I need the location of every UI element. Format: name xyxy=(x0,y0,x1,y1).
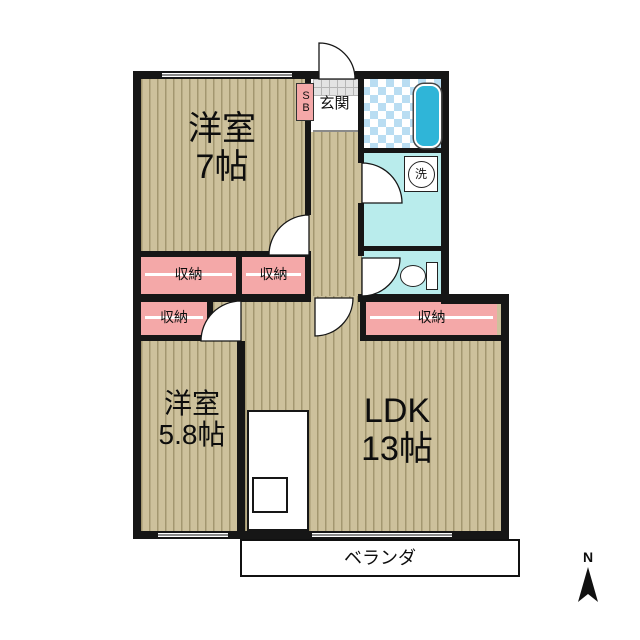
wall-bedroom7-hall xyxy=(305,71,311,215)
bedroom7-door-swing-arc xyxy=(268,214,310,256)
toilet-bowl-icon xyxy=(400,265,426,287)
washing-machine-pan: 洗 xyxy=(404,156,438,192)
wall-storage-mid xyxy=(236,251,242,298)
wall-left xyxy=(133,71,141,539)
bedroom7-label: 洋室 7帖 xyxy=(142,110,302,186)
bedroom58-door-swing-arc xyxy=(200,300,242,342)
storage-c-door-line xyxy=(145,316,203,319)
storage-c-label: 収納 xyxy=(160,309,188,325)
wall-storaged-bottom xyxy=(360,335,501,341)
wall-right-lower xyxy=(501,296,509,539)
bedroom58-label: 洋室 5.8帖 xyxy=(122,388,262,451)
wall-hall-right-a xyxy=(358,71,364,163)
bedroom7-size: 7帖 xyxy=(195,148,249,187)
storage-b-door-line xyxy=(246,273,301,276)
wall-hall-right-b xyxy=(358,203,364,256)
bedroom58-name: 洋室 xyxy=(163,388,220,419)
storage-a-door-line xyxy=(145,273,232,276)
storage-a-label: 収納 xyxy=(174,266,203,282)
kitchen-sink xyxy=(252,477,288,513)
storage-d-label: 収納 xyxy=(417,309,446,325)
entrance-label: 玄関 xyxy=(319,95,350,112)
window-bottom-left xyxy=(158,531,228,539)
wall-bath-divider xyxy=(358,148,445,153)
wall-storage-top xyxy=(133,251,311,257)
north-arrow-icon xyxy=(578,567,598,602)
veranda: ベランダ xyxy=(240,539,520,577)
window-top xyxy=(162,71,292,79)
veranda-label: ベランダ xyxy=(344,548,416,568)
wall-right-upper xyxy=(441,71,449,304)
bathtub xyxy=(414,84,441,148)
wall-storage-bottom xyxy=(133,294,311,302)
wall-toilet-divider xyxy=(358,246,445,251)
bedroom7-floor xyxy=(141,79,311,255)
entrance-door-swing-arc xyxy=(318,42,356,80)
wall-mid-horizontal xyxy=(358,294,509,302)
washroom-door-swing-arc xyxy=(361,162,403,204)
ldk-label: LDK 13帖 xyxy=(317,392,477,468)
wall-storaged-left xyxy=(360,294,366,341)
bedroom7-name: 洋室 xyxy=(188,110,256,148)
entrance-step xyxy=(313,130,358,132)
toilet-tank-icon xyxy=(426,262,438,290)
storage-b-label: 収納 xyxy=(259,266,288,282)
wall-storageb-right xyxy=(305,251,311,298)
shoe-box: SB xyxy=(296,83,314,121)
storage-d-door-line xyxy=(370,316,493,319)
wall-storagec-bottom xyxy=(133,335,213,341)
window-bottom-right xyxy=(312,531,452,539)
ldk-name: LDK xyxy=(363,392,431,430)
entrance-tile xyxy=(313,79,358,96)
toilet-door-swing-arc xyxy=(361,257,401,297)
compass-label: N xyxy=(582,549,594,565)
hall-ldk-door-swing-arc xyxy=(314,297,354,337)
bedroom58-size: 5.8帖 xyxy=(158,419,226,451)
wall-bedroom58-ldk xyxy=(237,341,245,539)
washing-machine-symbol: 洗 xyxy=(407,161,435,188)
ldk-size: 13帖 xyxy=(361,430,433,469)
